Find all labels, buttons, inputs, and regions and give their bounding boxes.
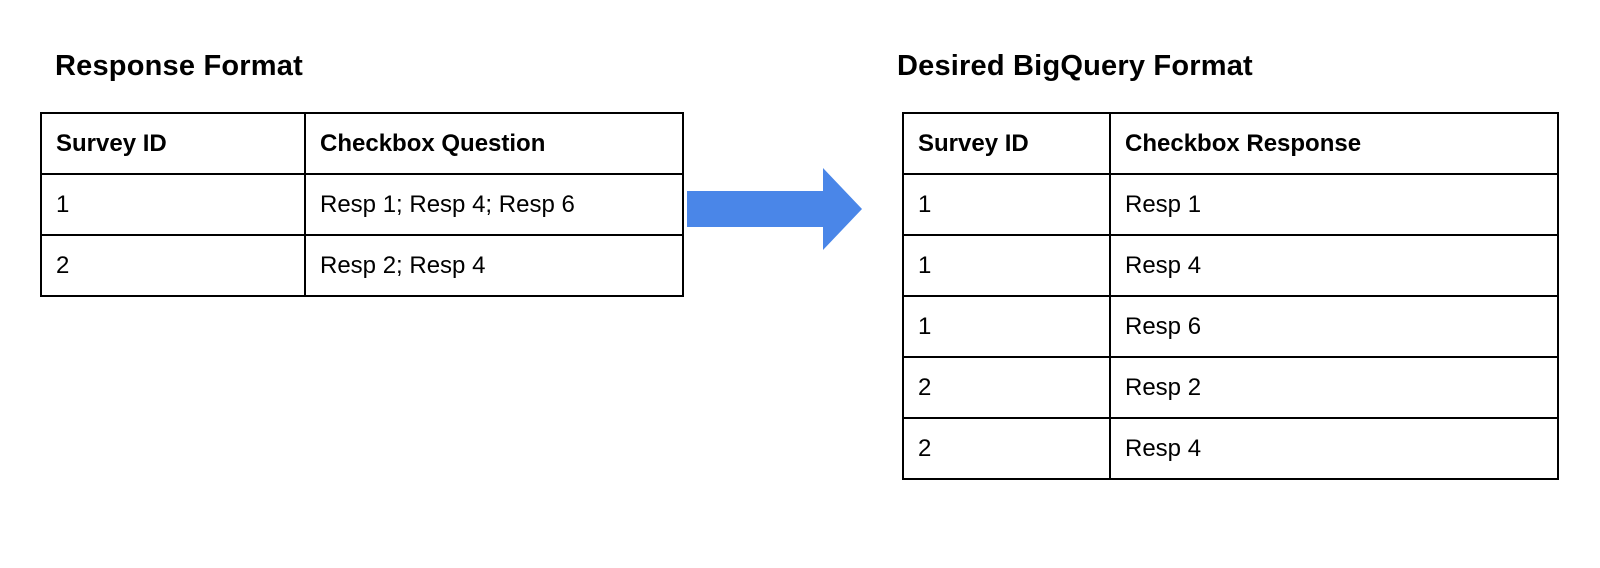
cell-checkbox-response: Resp 4	[1109, 234, 1559, 297]
cell-checkbox-response: Resp 2	[1109, 356, 1559, 419]
cell-checkbox-response: Resp 4	[1109, 417, 1559, 480]
cell-checkbox-response: Resp 6	[1109, 295, 1559, 358]
cell-survey-id: 1	[902, 295, 1111, 358]
table-header-row: Survey ID Checkbox Response	[902, 112, 1559, 175]
header-cell-survey-id: Survey ID	[902, 112, 1111, 175]
cell-survey-id: 1	[902, 173, 1111, 236]
cell-survey-id: 2	[40, 234, 306, 297]
transform-arrow	[687, 167, 863, 251]
response-format-table: Survey ID Checkbox Question 1 Resp 1; Re…	[40, 112, 684, 297]
table-row: 2 Resp 4	[902, 417, 1559, 480]
header-cell-checkbox-question: Checkbox Question	[304, 112, 684, 175]
table-header-row: Survey ID Checkbox Question	[40, 112, 684, 175]
header-cell-checkbox-response: Checkbox Response	[1109, 112, 1559, 175]
cell-checkbox-question: Resp 2; Resp 4	[304, 234, 684, 297]
right-arrow-shape	[687, 168, 862, 250]
header-cell-survey-id: Survey ID	[40, 112, 306, 175]
bigquery-format-table: Survey ID Checkbox Response 1 Resp 1 1 R…	[902, 112, 1559, 480]
cell-survey-id: 2	[902, 356, 1111, 419]
table-row: 2 Resp 2; Resp 4	[40, 234, 684, 297]
table-row: 1 Resp 1	[902, 173, 1559, 236]
cell-survey-id: 1	[902, 234, 1111, 297]
cell-checkbox-question: Resp 1; Resp 4; Resp 6	[304, 173, 684, 236]
table-row: 1 Resp 6	[902, 295, 1559, 358]
left-panel-title: Response Format	[55, 50, 303, 82]
right-panel-title: Desired BigQuery Format	[897, 50, 1253, 82]
table-row: 1 Resp 1; Resp 4; Resp 6	[40, 173, 684, 236]
cell-checkbox-response: Resp 1	[1109, 173, 1559, 236]
table-row: 2 Resp 2	[902, 356, 1559, 419]
cell-survey-id: 1	[40, 173, 306, 236]
cell-survey-id: 2	[902, 417, 1111, 480]
table-row: 1 Resp 4	[902, 234, 1559, 297]
right-arrow-icon	[687, 168, 862, 250]
